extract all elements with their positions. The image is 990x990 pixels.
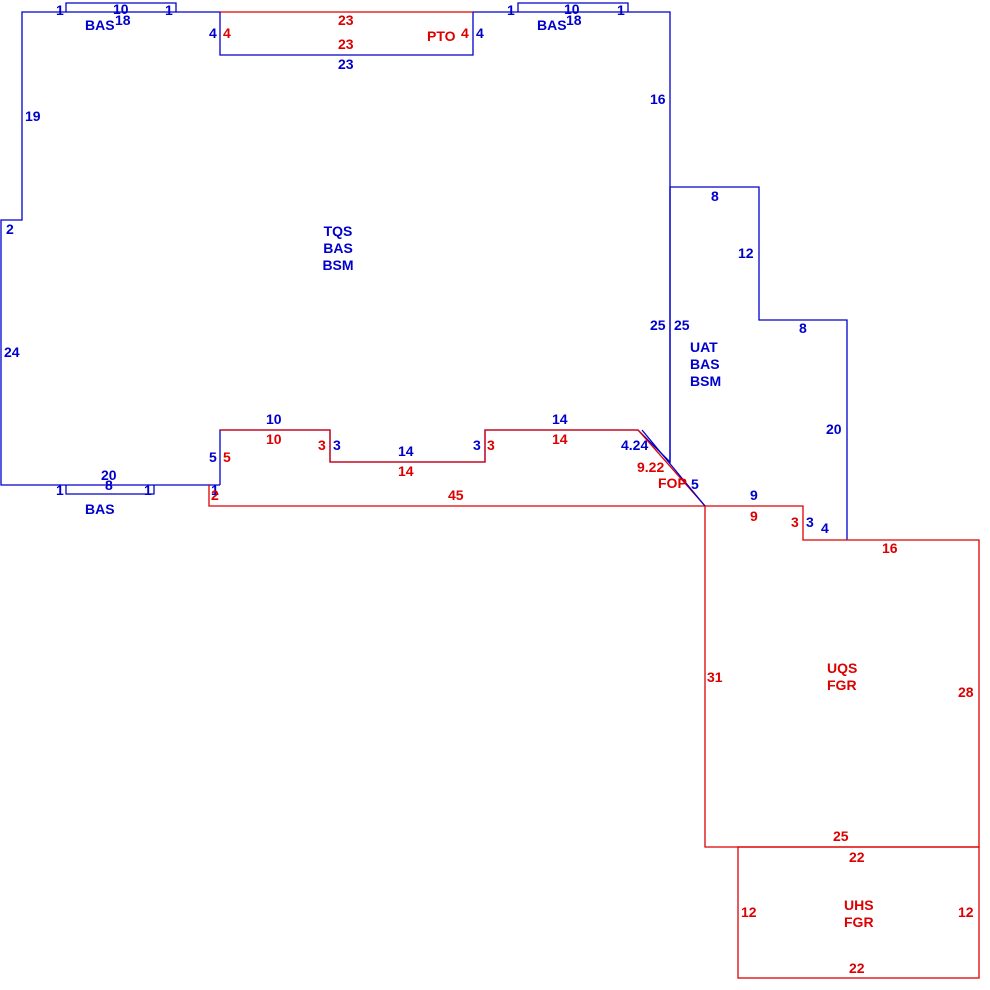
bay-windows xyxy=(65,2,629,495)
area-bay-bottom-label: BAS xyxy=(85,501,115,517)
dim-label: 23 xyxy=(338,12,354,28)
dim-label: 10 xyxy=(564,1,580,17)
upper-addition-path xyxy=(669,186,848,540)
area-garage-line-2: FGR xyxy=(827,677,857,693)
dim-label: 1 xyxy=(144,482,152,498)
area-bay-top-right-label: BAS xyxy=(537,17,567,33)
area-garage-lower-line-2: FGR xyxy=(844,914,874,930)
front-porch-outline xyxy=(208,429,707,507)
dim-label: 4 xyxy=(476,25,484,41)
dim-label: 3 xyxy=(791,514,799,530)
area-main-line-2: BAS xyxy=(323,240,353,256)
dimension-labels: 1 10 1 18 4 4 23 23 23 4 4 1 10 1 18 16 … xyxy=(4,1,974,976)
area-upper-line-2: BAS xyxy=(690,356,720,372)
dim-label: 1 xyxy=(507,2,515,18)
bay-top-left-path xyxy=(65,2,177,12)
dim-label: 1 xyxy=(617,2,625,18)
dim-label: 3 xyxy=(333,437,341,453)
dim-label: 10 xyxy=(113,1,129,17)
dim-label: 31 xyxy=(707,669,723,685)
dim-label: 25 xyxy=(833,828,849,844)
dim-label: 2 xyxy=(6,221,14,237)
bay-bottom-path xyxy=(65,485,155,495)
dim-label: 4 xyxy=(461,25,469,41)
dim-label: 4.24 xyxy=(621,437,648,453)
dim-label: 3 xyxy=(473,437,481,453)
area-main-line-3: BSM xyxy=(322,257,353,273)
dim-label: 23 xyxy=(338,56,354,72)
dim-label: 28 xyxy=(958,684,974,700)
dim-label: 22 xyxy=(849,960,865,976)
bay-top-right-path xyxy=(517,2,629,12)
area-porch-label: PTO xyxy=(427,28,456,44)
dim-label: 14 xyxy=(552,431,568,447)
dim-label: 18 xyxy=(115,12,131,28)
area-bay-top-left-label: BAS xyxy=(85,17,115,33)
dim-label: 9.22 xyxy=(637,459,664,475)
dim-label: 22 xyxy=(849,849,865,865)
dim-label: 9 xyxy=(750,487,758,503)
dim-label: 14 xyxy=(552,411,568,427)
dim-label: 5 xyxy=(691,476,699,492)
dim-label: 3 xyxy=(487,437,495,453)
garage-outline xyxy=(704,505,980,979)
area-upper-line-1: UAT xyxy=(690,339,718,355)
dim-label: 20 xyxy=(101,467,117,483)
dim-label: 8 xyxy=(799,320,807,336)
dim-label: 3 xyxy=(806,514,814,530)
dim-label: 12 xyxy=(741,904,757,920)
dim-label: 19 xyxy=(25,108,41,124)
area-main-line-1: TQS xyxy=(324,223,353,239)
dim-label: 1 xyxy=(56,2,64,18)
dim-label: 16 xyxy=(882,540,898,556)
dim-label: 2 xyxy=(211,487,219,503)
dim-label: 8 xyxy=(105,477,113,493)
dim-label: 12 xyxy=(958,904,974,920)
dim-label: 1 xyxy=(211,482,219,498)
dim-label: 10 xyxy=(266,431,282,447)
dim-label: 16 xyxy=(650,91,666,107)
dim-label: 25 xyxy=(650,317,666,333)
dim-label: 9 xyxy=(750,508,758,524)
area-garage-lower-line-1: UHS xyxy=(844,897,874,913)
dim-label: 23 xyxy=(338,36,354,52)
dim-label: 10 xyxy=(266,411,282,427)
dim-label: 20 xyxy=(826,421,842,437)
dim-label: 14 xyxy=(398,443,414,459)
garage-path xyxy=(704,505,980,848)
dim-label: 4 xyxy=(209,25,217,41)
dim-label: 4 xyxy=(223,25,231,41)
dim-label: 5 xyxy=(209,449,217,465)
dim-label: 4 xyxy=(821,520,829,536)
dim-label: 14 xyxy=(398,463,414,479)
dim-label: 24 xyxy=(4,344,20,360)
dim-label: 8 xyxy=(711,188,719,204)
dim-label: 1 xyxy=(165,2,173,18)
dim-label: 12 xyxy=(738,245,754,261)
garage-lower-rect xyxy=(737,846,980,979)
dim-label: 3 xyxy=(318,437,326,453)
dim-label: 18 xyxy=(566,12,582,28)
area-front-porch-label: FOP xyxy=(658,475,687,491)
dim-label: 5 xyxy=(223,449,231,465)
dim-label: 1 xyxy=(56,482,64,498)
front-porch-diagonal-blue xyxy=(641,429,706,507)
front-porch-path xyxy=(208,429,707,507)
area-garage-line-1: UQS xyxy=(827,660,857,676)
dim-label: 25 xyxy=(674,317,690,333)
dim-label: 45 xyxy=(448,487,464,503)
area-upper-line-3: BSM xyxy=(690,373,721,389)
upper-addition-outline xyxy=(669,186,848,540)
area-labels: TQS BAS BSM UAT BAS BSM UQS FGR UHS FGR … xyxy=(85,17,874,930)
